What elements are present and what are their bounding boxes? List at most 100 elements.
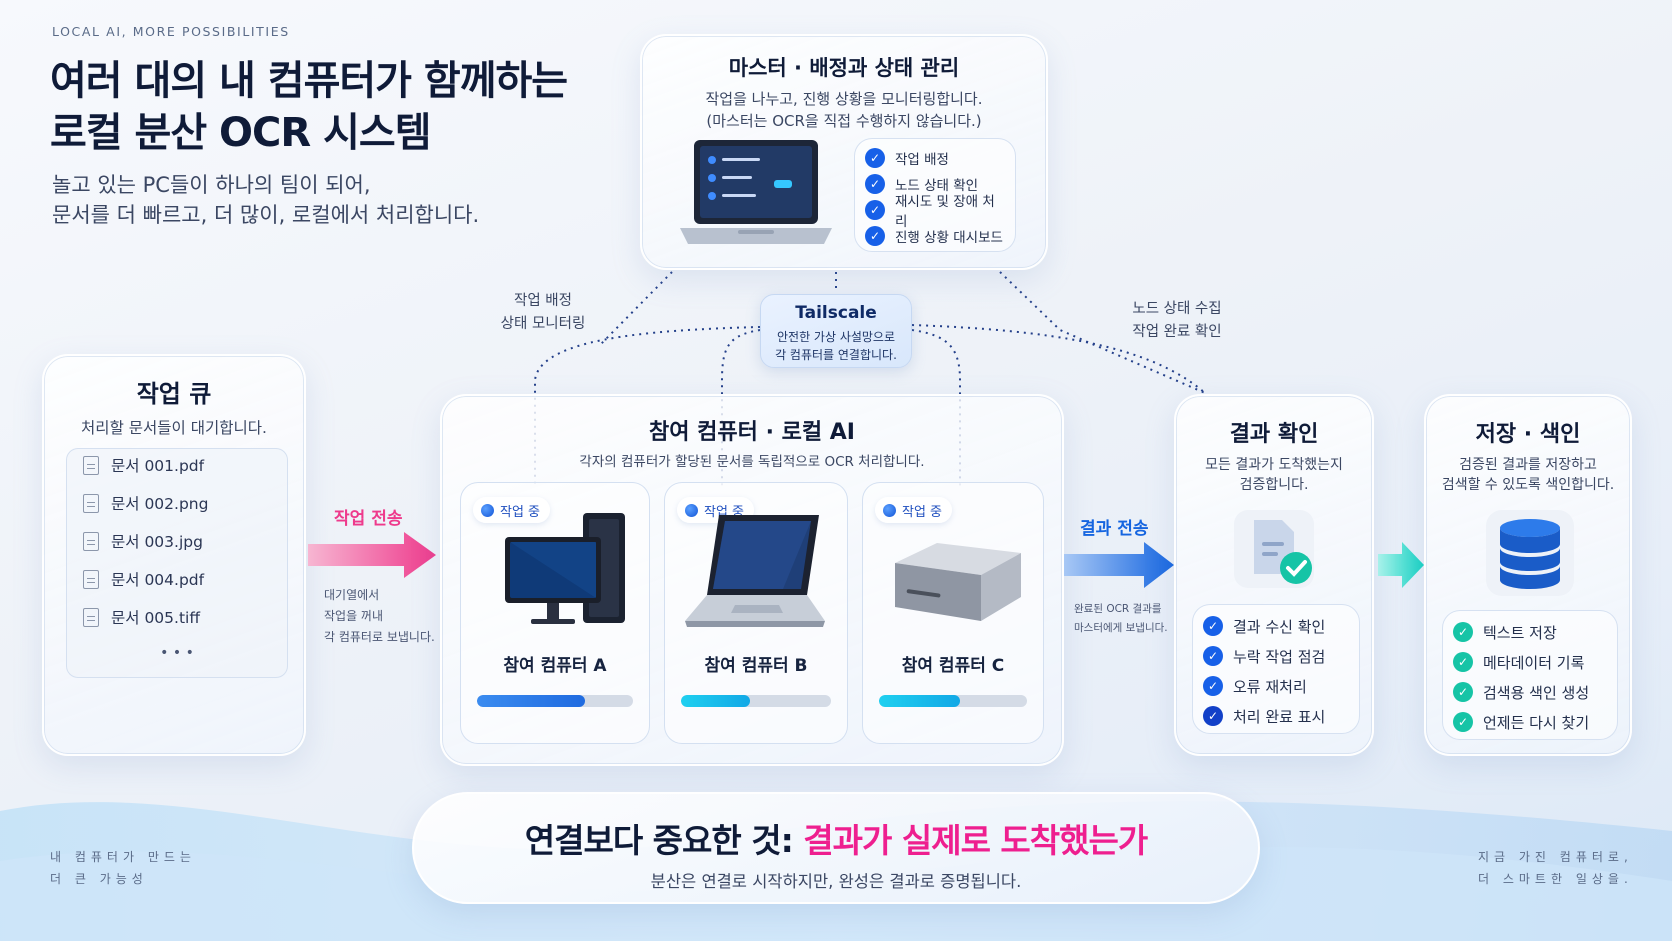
verify-check-item: ✓처리 완료 표시 xyxy=(1203,701,1349,731)
status-dot-icon xyxy=(481,503,494,517)
worker-card-a[interactable]: 작업 중 참여 컴퓨터 A xyxy=(460,482,650,744)
worker-name: 참여 컴퓨터 B xyxy=(704,656,808,676)
master-check-item: ✓진행 상황 대시보드 xyxy=(865,223,1005,249)
connection-label-left: 작업 배정 상태 모니터링 xyxy=(500,293,586,332)
check-icon: ✓ xyxy=(865,174,885,194)
verify-check-item: ✓오류 재처리 xyxy=(1203,671,1349,701)
check-icon: ✓ xyxy=(1453,682,1473,702)
master-check-item: ✓재시도 및 장애 처리 xyxy=(865,194,1005,230)
banner-title-prefix: 연결보다 중요한 것: xyxy=(524,821,804,860)
footer-left: 내 컴퓨터가 만드는 더 큰 가능성 xyxy=(50,850,196,886)
check-icon: ✓ xyxy=(1203,676,1223,696)
queue-desc: 처리할 문서들이 대기합니다. xyxy=(81,419,267,437)
status-badge: 작업 중 xyxy=(473,497,551,523)
status-dot-icon xyxy=(685,503,698,517)
banner-title-highlight: 결과가 실제로 도착했는가 xyxy=(803,821,1148,860)
verify-check-item: ✓누락 작업 점검 xyxy=(1203,641,1349,671)
line-tailscale-to-b xyxy=(721,329,761,488)
check-icon: ✓ xyxy=(865,148,885,168)
laptop-dashboard-icon xyxy=(680,140,832,244)
check-icon: ✓ xyxy=(1203,646,1223,666)
storage-checklist: ✓텍스트 저장 ✓메타데이터 기록 ✓검색용 색인 생성 ✓언제든 다시 찾기 xyxy=(1442,610,1618,740)
progress-fill xyxy=(681,695,750,707)
master-card: 마스터 · 배정과 상태 관리 작업을 나누고, 진행 상황을 모니터링합니다.… xyxy=(640,34,1048,270)
tailscale-badge: Tailscale 안전한 가상 사설망으로 각 컴퓨터를 연결합니다. xyxy=(760,294,912,368)
queue-more-indicator: • • • xyxy=(160,645,194,661)
tailscale-title: Tailscale xyxy=(795,303,877,323)
line-master-left xyxy=(599,271,673,346)
list-item[interactable]: 문서 001.pdf xyxy=(67,449,289,481)
line-tailscale-to-c xyxy=(911,329,961,488)
list-item[interactable]: 문서 002.png xyxy=(67,487,289,519)
check-icon: ✓ xyxy=(1453,652,1473,672)
master-checklist: ✓작업 배정 ✓노드 상태 확인 ✓재시도 및 장애 처리 ✓진행 상황 대시보… xyxy=(854,138,1016,252)
worker-card-c[interactable]: 작업 중 참여 컴퓨터 C xyxy=(862,482,1044,744)
workers-desc: 각자의 컴퓨터가 할당된 문서를 독립적으로 OCR 처리합니다. xyxy=(579,454,925,470)
page-subtitle: 놀고 있는 PC들이 하나의 팀이 되어, 문서를 더 빠르고, 더 많이, 로… xyxy=(52,170,479,230)
storage-title: 저장 · 색인 xyxy=(1475,422,1581,447)
worker-name: 참여 컴퓨터 A xyxy=(503,656,607,676)
status-dot-icon xyxy=(883,503,896,517)
banner-subtitle: 분산은 연결로 시작하지만, 완성은 결과로 증명됩니다. xyxy=(650,872,1022,891)
check-icon: ✓ xyxy=(1203,616,1223,636)
footer-right: 지금 가진 컴퓨터로, 더 스마트한 일상을. xyxy=(1478,850,1633,886)
worker-name: 참여 컴퓨터 C xyxy=(901,656,1005,676)
check-icon: ✓ xyxy=(1453,712,1473,732)
connection-label-right: 노드 상태 수집 작업 완료 확인 xyxy=(1132,301,1222,340)
master-desc-line1: 작업을 나누고, 진행 상황을 모니터링합니다. xyxy=(705,90,983,108)
check-icon: ✓ xyxy=(865,200,885,220)
verify-desc-line2: 검증합니다. xyxy=(1239,477,1309,493)
progress-bar xyxy=(681,695,831,707)
master-check-item: ✓작업 배정 xyxy=(865,145,1005,171)
laptop-icon xyxy=(685,515,825,627)
progress-bar xyxy=(879,695,1027,707)
store-arrow-icon xyxy=(1378,542,1424,588)
storage-desc-line2: 검색할 수 있도록 색인합니다. xyxy=(1441,477,1615,493)
tailscale-desc-line2: 각 컴퓨터를 연결합니다. xyxy=(775,348,897,362)
file-icon xyxy=(83,531,99,551)
result-arrow-icon xyxy=(1064,542,1174,588)
storage-check-item: ✓검색용 색인 생성 xyxy=(1453,677,1607,707)
conclusion-banner: 연결보다 중요한 것: 결과가 실제로 도착했는가 분산은 연결로 시작하지만,… xyxy=(412,792,1260,904)
master-desc-line2: (마스터는 OCR을 직접 수행하지 않습니다.) xyxy=(706,112,982,130)
progress-bar xyxy=(477,695,633,707)
mini-pc-icon xyxy=(895,543,1021,621)
list-item[interactable]: 문서 004.pdf xyxy=(67,563,289,595)
verify-desc-line1: 모든 결과가 도착했는지 xyxy=(1205,457,1343,473)
worker-card-b[interactable]: 작업 중 참여 컴퓨터 B xyxy=(664,482,848,744)
list-item[interactable]: 문서 005.tiff xyxy=(67,601,289,633)
status-badge: 작업 중 xyxy=(875,497,953,523)
page-title-line1: 여러 대의 내 컴퓨터가 함께하는 xyxy=(50,58,568,104)
verify-card: 결과 확인 모든 결과가 도착했는지 검증합니다. ✓결과 수신 확인 ✓누락 … xyxy=(1174,394,1374,756)
subtitle-line2: 문서를 더 빠르고, 더 많이, 로컬에서 처리합니다. xyxy=(52,203,480,227)
database-icon xyxy=(1486,510,1574,596)
workers-title: 참여 컴퓨터 · 로컬 AI xyxy=(649,420,855,445)
result-arrow-desc: 완료된 OCR 결과를 마스터에게 보냅니다. xyxy=(1074,603,1168,634)
check-icon: ✓ xyxy=(1203,706,1223,726)
storage-check-item: ✓언제든 다시 찾기 xyxy=(1453,707,1607,737)
queue-card: 작업 큐 처리할 문서들이 대기합니다. 문서 001.pdf 문서 002.p… xyxy=(42,354,306,756)
file-icon xyxy=(83,569,99,589)
tagline: LOCAL AI, MORE POSSIBILITIES xyxy=(52,24,290,39)
storage-desc-line1: 검증된 결과를 저장하고 xyxy=(1459,457,1597,473)
verify-title: 결과 확인 xyxy=(1229,422,1319,447)
list-item[interactable]: 문서 003.jpg xyxy=(67,525,289,557)
file-icon xyxy=(83,455,99,475)
document-check-icon xyxy=(1234,510,1314,588)
progress-fill xyxy=(477,695,585,707)
page-title-line2: 로컬 분산 OCR 시스템 xyxy=(50,110,432,156)
line-tailscale-to-a xyxy=(534,326,761,488)
verify-check-item: ✓결과 수신 확인 xyxy=(1203,611,1349,641)
desktop-tower-icon xyxy=(505,513,625,624)
send-arrow-desc: 대기열에서 작업을 꺼내 각 컴퓨터로 보냅니다. xyxy=(324,588,435,644)
send-arrow-icon xyxy=(308,532,436,578)
storage-check-item: ✓메타데이터 기록 xyxy=(1453,647,1607,677)
file-icon xyxy=(83,493,99,513)
tailscale-desc-line1: 안전한 가상 사설망으로 xyxy=(776,330,896,344)
check-icon: ✓ xyxy=(865,226,885,246)
queue-file-list: 문서 001.pdf 문서 002.png 문서 003.jpg 문서 004.… xyxy=(66,448,288,678)
queue-title: 작업 큐 xyxy=(136,380,212,408)
master-check-item: ✓노드 상태 확인 xyxy=(865,171,1005,197)
file-icon xyxy=(83,607,99,627)
